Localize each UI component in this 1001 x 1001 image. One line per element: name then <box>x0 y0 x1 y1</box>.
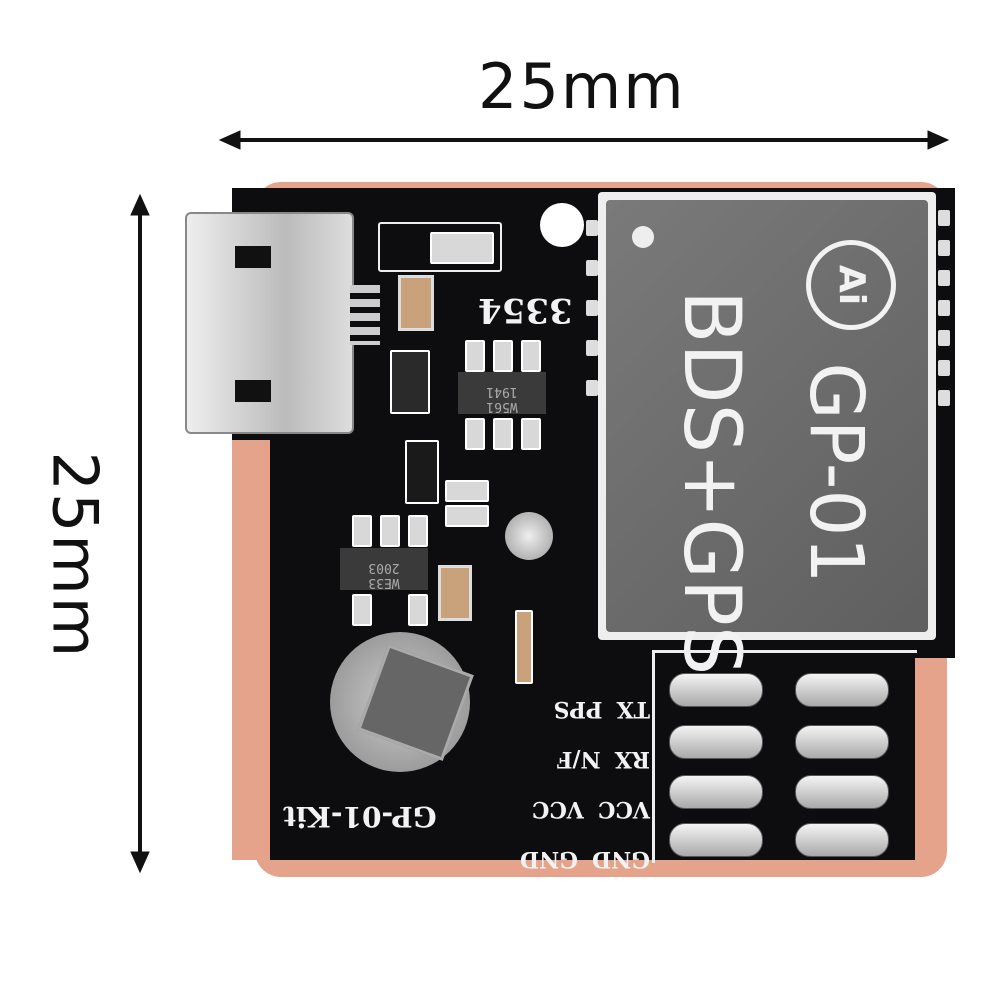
regulator-chip: W561 1941 <box>458 372 546 414</box>
castellated-pad <box>938 330 950 346</box>
chip-marking: WE33 <box>368 575 400 590</box>
capacitor <box>438 565 472 621</box>
castellated-pad <box>938 300 950 316</box>
pin-label-row: VCC VCC <box>520 772 650 822</box>
pin-label: TX <box>616 696 650 722</box>
castellated-pad <box>586 300 598 316</box>
castellated-pad <box>586 340 598 356</box>
chip-pin <box>408 515 428 547</box>
width-dimension-label: 25mm <box>478 50 686 123</box>
castellated-pad <box>938 390 950 406</box>
ai-thinker-logo: Ai <box>806 240 896 330</box>
height-dimension-label: 25mm <box>38 451 112 660</box>
pin-label-row: GND GND <box>520 822 650 872</box>
castellated-pad <box>586 260 598 276</box>
chip-marking: W561 <box>486 399 518 414</box>
pin-label-row: TX PPS <box>520 672 650 722</box>
chip-marking: 2003 <box>368 560 400 575</box>
castellated-pad <box>586 380 598 396</box>
pin-label: PPS <box>553 696 603 722</box>
usb-slot-top <box>235 246 271 268</box>
chip-pin <box>465 340 485 372</box>
silkscreen-code: 3354 <box>478 290 573 330</box>
castellated-pad <box>938 210 950 226</box>
solder-point <box>505 512 553 560</box>
resistor <box>445 505 489 527</box>
diode <box>390 350 430 414</box>
usb-pins <box>350 285 380 345</box>
chip-pin <box>352 515 372 547</box>
header-pad-vcc2[interactable] <box>795 775 889 809</box>
mounting-hole <box>540 203 584 247</box>
chip-pin <box>521 418 541 450</box>
module-label-bds-gps: BDS+GPS <box>666 290 756 676</box>
component-outline <box>378 222 502 272</box>
capacitor <box>398 275 434 331</box>
pin-label: RX <box>614 746 650 772</box>
width-arrow <box>218 130 950 150</box>
backup-battery <box>330 632 474 772</box>
chip-pin <box>521 340 541 372</box>
pin-label: GND <box>520 846 579 872</box>
header-pad-tx[interactable] <box>669 673 763 707</box>
header-pad-gnd2[interactable] <box>795 823 889 857</box>
module-label-gp01: GP-01 <box>793 362 879 584</box>
chip-pin <box>352 594 372 626</box>
chip-pin <box>493 340 513 372</box>
castellated-pad <box>938 270 950 286</box>
inductor <box>405 440 439 504</box>
battery-clip <box>357 644 474 761</box>
pin-label: N/F <box>556 746 601 772</box>
chip-pin <box>465 418 485 450</box>
castellated-pad <box>586 220 598 236</box>
gps-module-shield: Ai BDS+GPS GP-01 <box>606 200 928 676</box>
chip-pin <box>380 515 400 547</box>
pin-labels: GND GND VCC VCC RX N/F TX PPS <box>520 672 650 872</box>
castellated-pad <box>938 360 950 376</box>
pin-label: VCC <box>597 796 650 822</box>
castellated-pad <box>938 240 950 256</box>
chip-marking: 1941 <box>486 384 518 399</box>
pin-label: VCC <box>531 796 584 822</box>
resistor <box>445 480 489 502</box>
chip-pin <box>493 418 513 450</box>
pin1-marker <box>632 226 654 248</box>
header-pad-rx[interactable] <box>669 725 763 759</box>
height-arrow <box>130 193 150 874</box>
board-name: GP-01-Kit <box>283 800 437 833</box>
pcb-notch <box>232 440 270 860</box>
ldo-chip: WE33 2003 <box>340 548 428 590</box>
header-pad-gnd[interactable] <box>669 823 763 857</box>
pin-label-row: RX N/F <box>520 722 650 772</box>
header-pad-nf[interactable] <box>795 725 889 759</box>
header-pad-vcc[interactable] <box>669 775 763 809</box>
pin-label: GND <box>592 846 650 872</box>
pin-header-area <box>652 650 917 863</box>
resistor <box>430 232 494 264</box>
micro-usb-port[interactable] <box>185 212 354 434</box>
chip-pin <box>408 594 428 626</box>
led-indicators <box>515 610 533 684</box>
header-pad-pps[interactable] <box>795 673 889 707</box>
usb-slot-bottom <box>235 380 271 402</box>
